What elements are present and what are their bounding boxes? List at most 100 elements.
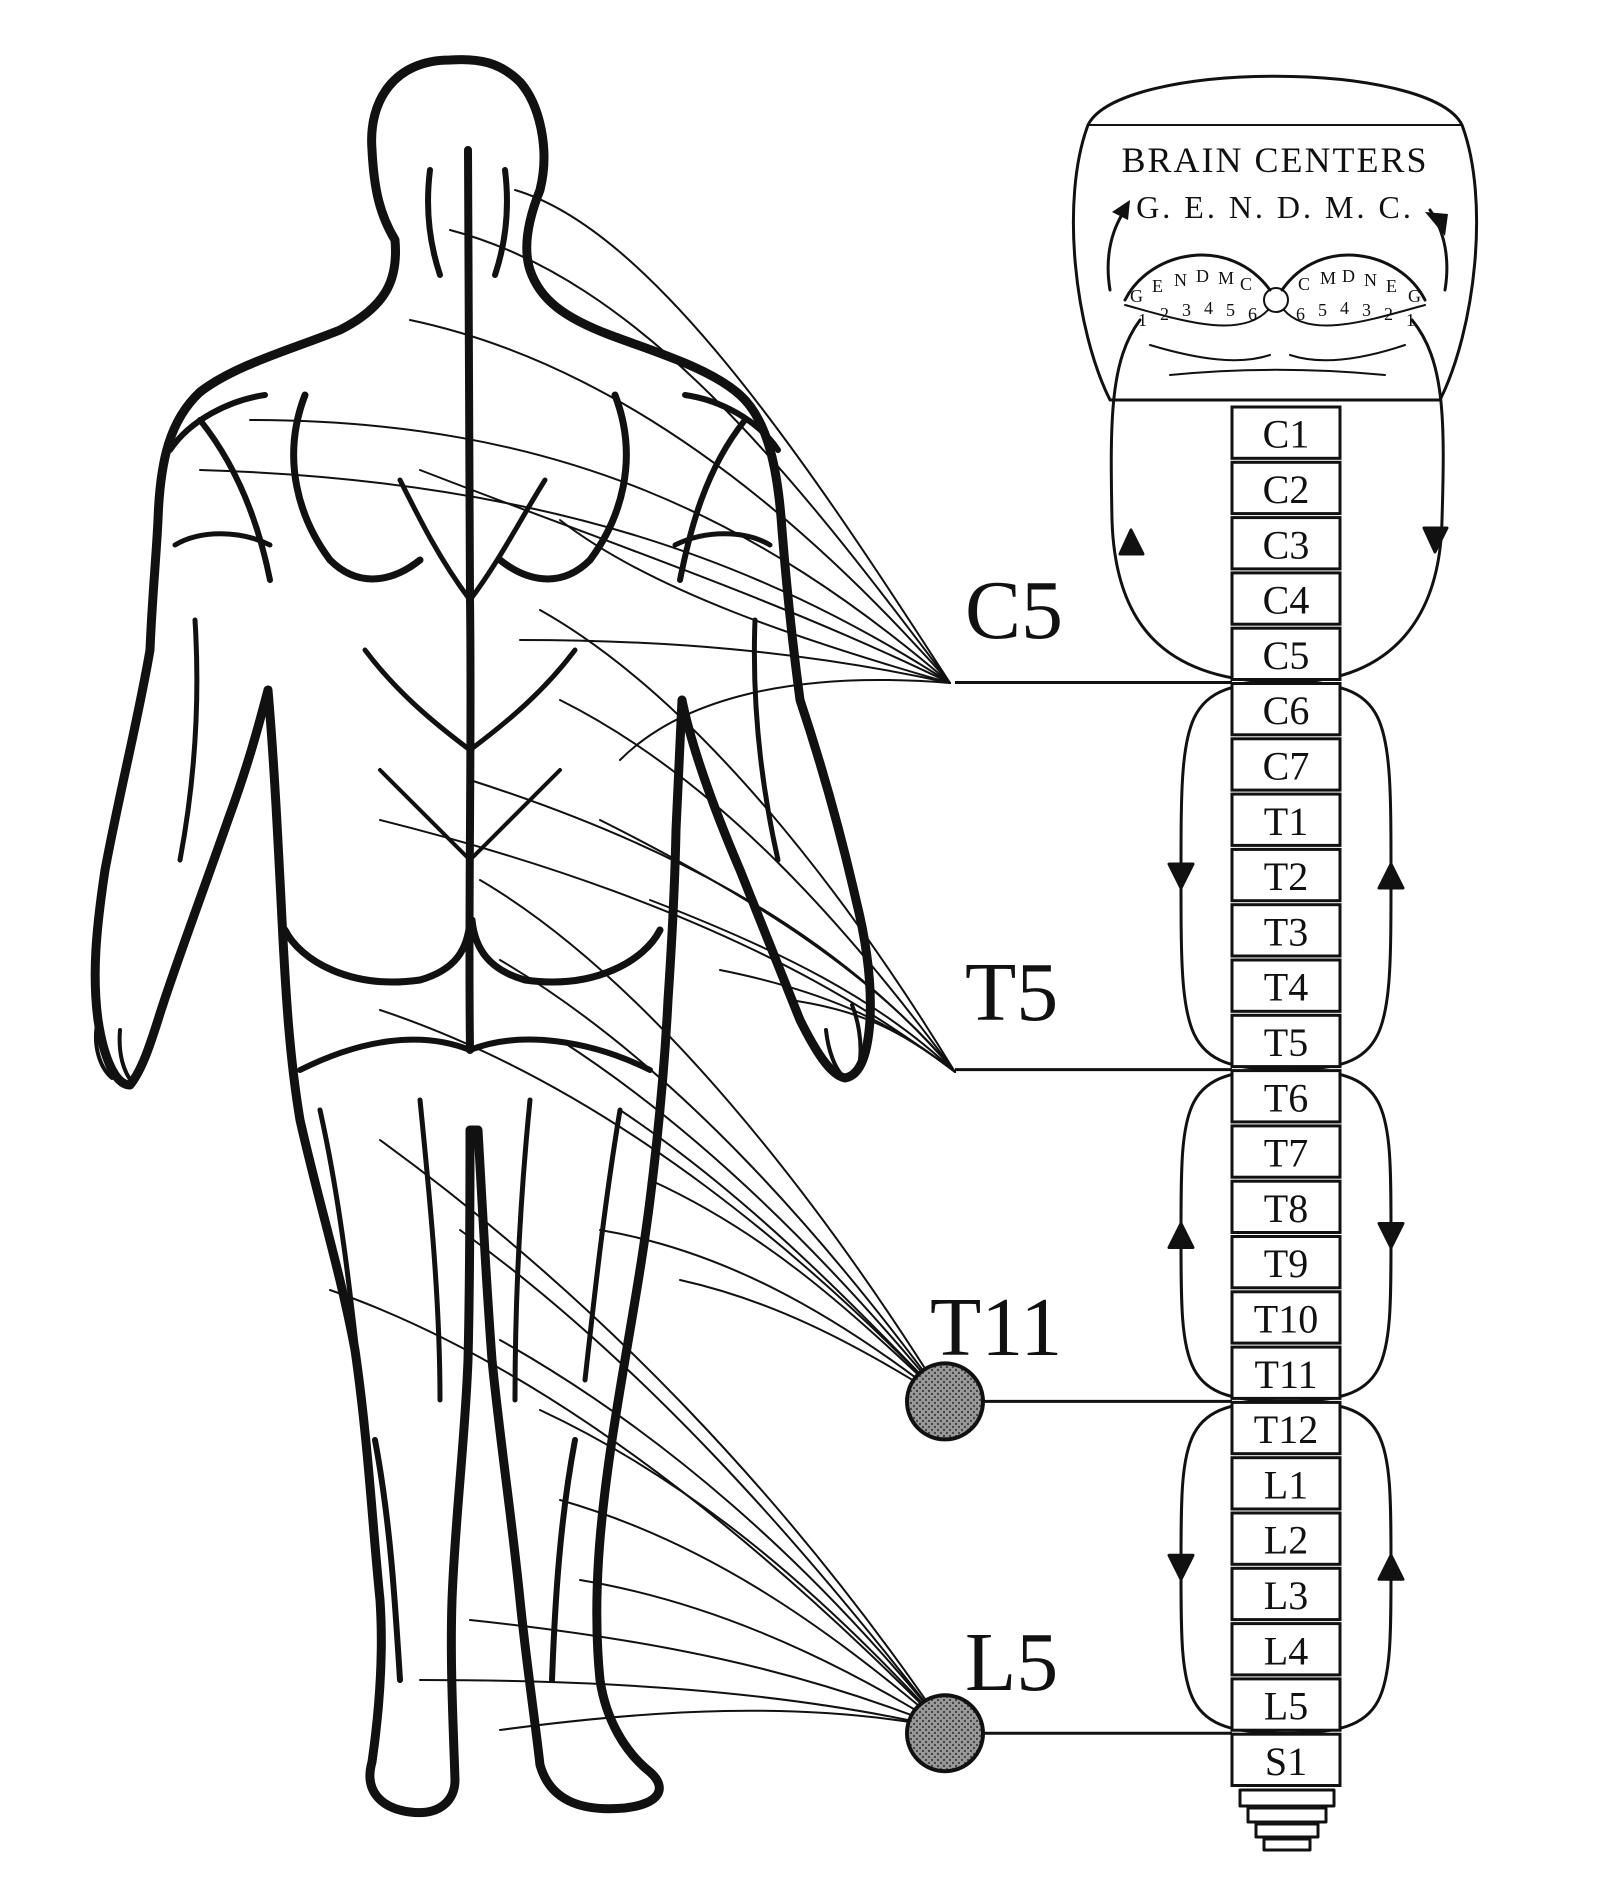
- ganglion-t11: [905, 1361, 985, 1442]
- vertebra-t5: T5: [1230, 1013, 1342, 1069]
- svg-text:E: E: [1386, 276, 1397, 296]
- vertebra-label: L2: [1264, 1518, 1308, 1563]
- spinal-column: C1C2C3C4C5C6C7T1T2T3T4T5T6T7T8T9T10T11T1…: [1230, 405, 1342, 1787]
- svg-text:G: G: [1408, 286, 1421, 306]
- svg-text:C: C: [1298, 274, 1310, 294]
- vertebra-c4: C4: [1230, 571, 1342, 626]
- brain-title: BRAIN CENTERS: [1121, 140, 1428, 180]
- vertebra-t10: T10: [1230, 1290, 1342, 1345]
- vertebra-l4: L4: [1230, 1622, 1342, 1677]
- vertebra-label: T8: [1264, 1186, 1308, 1231]
- vertebra-label: T12: [1254, 1407, 1318, 1452]
- brain-centers-panel: BRAIN CENTERS G. E. N. D. M. C. G E N D …: [1071, 74, 1479, 402]
- vertebra-t3: T3: [1230, 903, 1342, 958]
- arrow-down-icon: [1425, 212, 1448, 236]
- arrow-down-icon: [1422, 526, 1449, 554]
- svg-text:2: 2: [1160, 304, 1169, 324]
- svg-text:6: 6: [1248, 304, 1257, 324]
- svg-text:6: 6: [1296, 304, 1305, 324]
- vertebra-t11: T11: [1230, 1345, 1342, 1400]
- vertebra-l5: L5: [1230, 1677, 1342, 1732]
- svg-text:C: C: [1240, 274, 1252, 294]
- vertebra-c3: C3: [1230, 516, 1342, 571]
- svg-text:4: 4: [1340, 298, 1349, 318]
- arrow-up-icon: [1118, 528, 1145, 556]
- svg-text:4: 4: [1204, 298, 1213, 318]
- vertebra-label: L4: [1264, 1628, 1308, 1673]
- arrow-up-icon: [1112, 200, 1130, 220]
- svg-text:3: 3: [1182, 300, 1191, 320]
- arrow-down-icon: [1167, 862, 1195, 890]
- vertebra-label: C1: [1263, 412, 1310, 457]
- vertebra-c6: C6: [1230, 682, 1342, 737]
- arrow-up-icon: [1377, 1553, 1405, 1581]
- vertebra-label: C7: [1263, 743, 1310, 788]
- vertebra-c2: C2: [1230, 460, 1342, 516]
- vertebra-label: T5: [1264, 1020, 1308, 1065]
- svg-text:2: 2: [1384, 304, 1393, 324]
- level-connector-lines: [905, 681, 1232, 1774]
- vertebra-label: T11: [1255, 1352, 1318, 1397]
- vertebra-t1: T1: [1230, 792, 1342, 847]
- vertebra-t6: T6: [1230, 1069, 1342, 1124]
- arrow-up-icon: [1377, 862, 1405, 890]
- arrow-down-icon: [1167, 1553, 1195, 1581]
- vertebra-label: T2: [1264, 854, 1308, 899]
- vertebra-label: T6: [1264, 1075, 1308, 1120]
- brain-right-center-letters: C M D N E G: [1298, 266, 1421, 306]
- brain-left-center-numbers: 1 2 3 4 5 6: [1138, 298, 1257, 330]
- svg-text:G: G: [1130, 286, 1143, 306]
- svg-text:3: 3: [1362, 300, 1371, 320]
- vertebra-label: T7: [1264, 1131, 1308, 1176]
- vertebra-label: T3: [1264, 909, 1308, 954]
- vertebra-c7: C7: [1230, 737, 1342, 792]
- vertebra-label: C2: [1263, 467, 1310, 512]
- vertebra-t9: T9: [1230, 1235, 1342, 1290]
- vertebra-label: L1: [1264, 1462, 1308, 1507]
- svg-text:D: D: [1196, 266, 1209, 286]
- vertebra-t8: T8: [1230, 1179, 1342, 1234]
- svg-text:5: 5: [1318, 300, 1327, 320]
- vertebra-label: L3: [1264, 1573, 1308, 1618]
- vertebra-label: C3: [1263, 522, 1310, 567]
- svg-text:5: 5: [1226, 300, 1235, 320]
- vertebra-label: C6: [1263, 688, 1310, 733]
- vertebra-t12: T12: [1230, 1400, 1342, 1456]
- arrow-down-icon: [1377, 1222, 1405, 1249]
- level-label-c5: C5: [965, 564, 1063, 657]
- vertebra-t7: T7: [1230, 1124, 1342, 1179]
- vertebra-t4: T4: [1230, 958, 1342, 1013]
- svg-text:D: D: [1342, 266, 1355, 286]
- svg-text:M: M: [1218, 268, 1234, 288]
- svg-text:E: E: [1152, 276, 1163, 296]
- brain-left-center-letters: G E N D M C: [1130, 266, 1252, 306]
- vertebra-label: T10: [1254, 1296, 1318, 1341]
- vertebra-label: T4: [1264, 965, 1308, 1010]
- coccyx: [1238, 1788, 1336, 1852]
- svg-text:N: N: [1364, 270, 1377, 290]
- ganglion-l5: [905, 1693, 985, 1774]
- vertebra-c1: C1: [1230, 405, 1342, 460]
- vertebra-t2: T2: [1230, 847, 1342, 903]
- vertebra-label: L5: [1264, 1684, 1308, 1729]
- vertebra-l3: L3: [1230, 1566, 1342, 1622]
- svg-text:1: 1: [1138, 310, 1147, 330]
- level-label-t5: T5: [965, 946, 1058, 1039]
- vertebra-label: T1: [1264, 799, 1308, 844]
- vertebra-label: S1: [1265, 1739, 1307, 1784]
- vertebra-l2: L2: [1230, 1511, 1342, 1566]
- level-label-l5: L5: [965, 1616, 1058, 1709]
- arrow-up-icon: [1167, 1222, 1195, 1249]
- svg-text:N: N: [1174, 270, 1187, 290]
- vertebra-label: C4: [1263, 578, 1310, 623]
- nerve-fibers: [199, 189, 956, 1731]
- vertebra-s1: S1: [1230, 1732, 1342, 1787]
- human-body-back-view: [90, 55, 875, 1818]
- vertebra-l1: L1: [1230, 1456, 1342, 1511]
- svg-text:M: M: [1320, 268, 1336, 288]
- vertebra-label: T9: [1264, 1241, 1308, 1286]
- vertebra-label: C5: [1263, 633, 1310, 678]
- level-label-t11: T11: [930, 1281, 1062, 1374]
- brain-subtitle: G. E. N. D. M. C.: [1136, 189, 1414, 225]
